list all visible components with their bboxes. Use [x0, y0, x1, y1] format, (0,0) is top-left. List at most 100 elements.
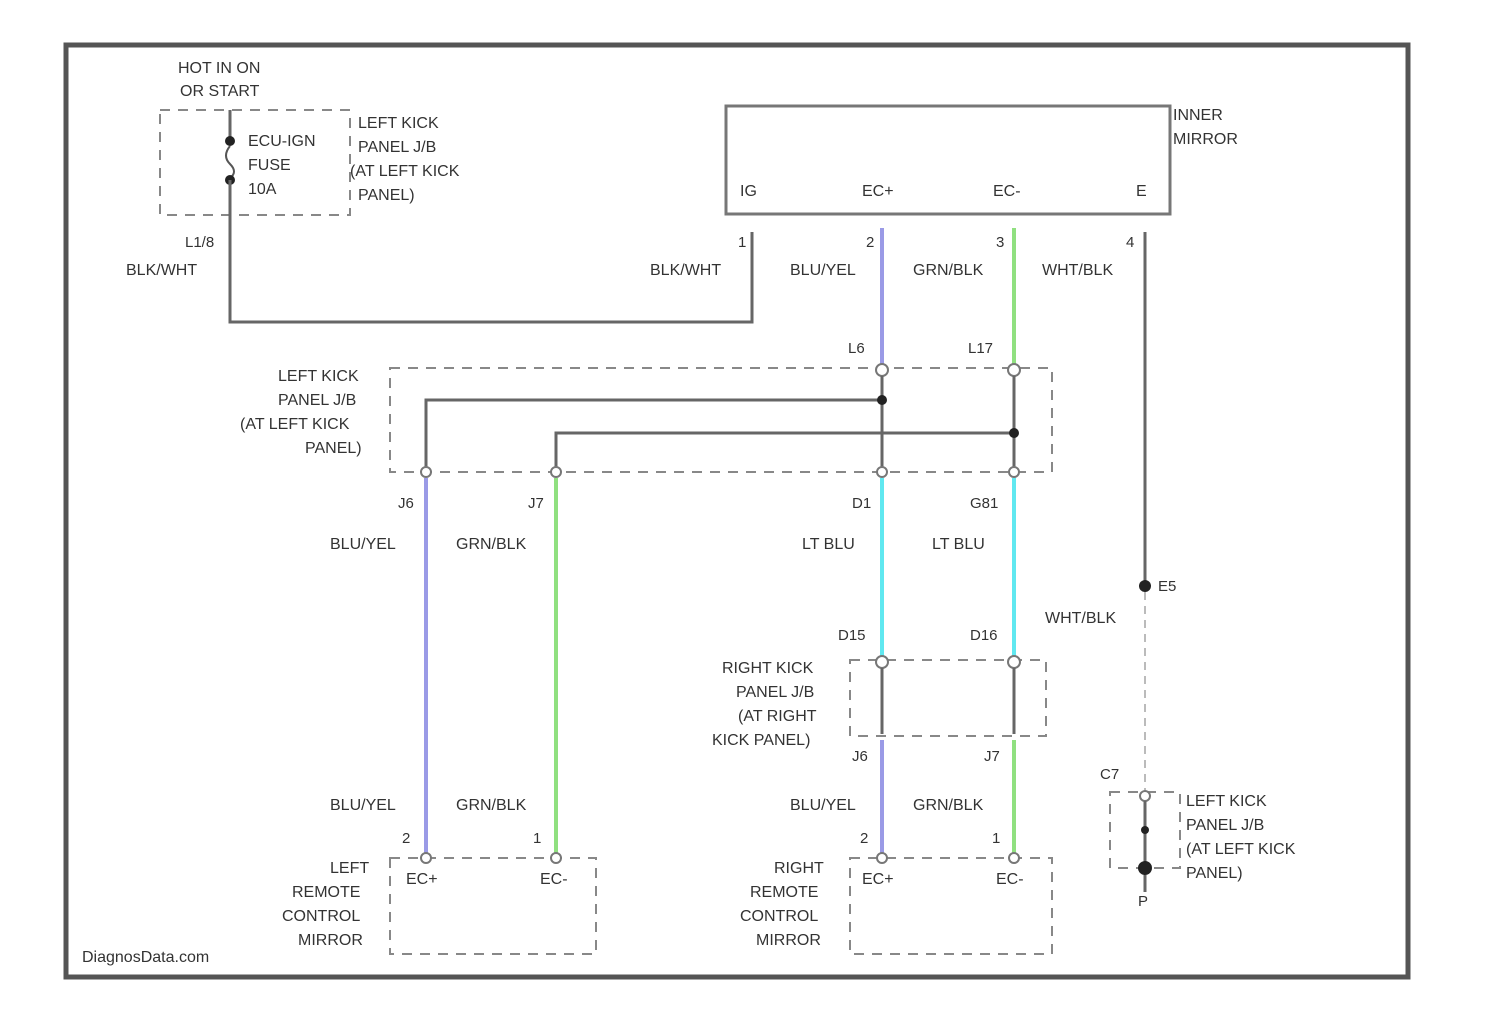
ign-wire-label: BLK/WHT — [650, 262, 721, 279]
right-jb-label-line3: (AT RIGHT — [738, 708, 817, 725]
bottom-left-wire-a-label: BLU/YEL — [330, 797, 396, 814]
left-mirror-pin-2: 2 — [402, 830, 410, 847]
inner-mirror-box — [726, 106, 1170, 214]
left-jb-branch-a — [426, 400, 882, 472]
left-jb-branch-b — [556, 433, 1014, 472]
left-mirror-label-line3: CONTROL — [282, 908, 360, 925]
fuse-label: FUSE — [248, 157, 291, 174]
right-mirror-label-line2: REMOTE — [750, 884, 818, 901]
inner-mirror-pin-3: 3 — [996, 234, 1004, 251]
inner-mirror-title-line1: INNER — [1173, 107, 1223, 124]
ground-jb-terminal — [1140, 791, 1150, 801]
inner-mirror-pin-1: 1 — [738, 234, 746, 251]
right-mirror-pin-2: 2 — [860, 830, 868, 847]
right-mirror-ec-plus: EC+ — [862, 871, 894, 888]
left-mirror-label-line1: LEFT — [330, 860, 369, 877]
mid-left-wire-a-label: BLU/YEL — [330, 536, 396, 553]
ground-point-dot — [1138, 861, 1152, 875]
mid-right-wire-b-label: LT BLU — [932, 536, 985, 553]
inner-wire4-label: WHT/BLK — [1042, 262, 1113, 279]
right-jb-terminal-d15 — [876, 656, 888, 668]
fuse-icon — [226, 146, 234, 178]
inner-mirror-pin-ec-minus: EC- — [993, 183, 1021, 200]
left-jb-label-line2: PANEL J/B — [278, 392, 356, 409]
left-mirror-terminal-1 — [551, 853, 561, 863]
ground-jb-splice — [1141, 826, 1149, 834]
inner-mirror-pin-ig: IG — [740, 183, 757, 200]
left-jb-terminal-l17 — [1008, 364, 1020, 376]
mid-right-wire-a-label: LT BLU — [802, 536, 855, 553]
left-jb-outline — [390, 368, 1052, 472]
left-mirror-label-line2: REMOTE — [292, 884, 360, 901]
mid-left-wire-b-label: GRN/BLK — [456, 536, 527, 553]
power-label-line1: HOT IN ON — [178, 60, 260, 77]
left-jb-label-line1: LEFT KICK — [278, 368, 359, 385]
ground-wire-label: WHT/BLK — [1045, 610, 1116, 627]
inner-wire2-label: BLU/YEL — [790, 262, 856, 279]
right-jb-conn-j6: J6 — [852, 748, 868, 765]
left-jb-conn-l17: L17 — [968, 340, 993, 357]
left-jb-label-line4: PANEL) — [305, 440, 362, 457]
right-jb-label-line4: KICK PANEL) — [712, 732, 810, 749]
ign-power-wire — [230, 180, 752, 322]
right-mirror-label-line3: CONTROL — [740, 908, 818, 925]
ground-jb-label-line3: (AT LEFT KICK — [1186, 841, 1296, 858]
left-mirror-pin-1: 1 — [533, 830, 541, 847]
power-wire-label: BLK/WHT — [126, 262, 197, 279]
left-jb-terminal-j7 — [551, 467, 561, 477]
left-mirror-terminal-2 — [421, 853, 431, 863]
inner-mirror-pin-2: 2 — [866, 234, 874, 251]
left-mirror-label-line4: MIRROR — [298, 932, 363, 949]
ground-jb-label-line1: LEFT KICK — [1186, 793, 1267, 810]
inner-mirror-pin-ec-plus: EC+ — [862, 183, 894, 200]
right-jb-conn-d16: D16 — [970, 627, 998, 644]
left-jb-label-line3: (AT LEFT KICK — [240, 416, 350, 433]
watermark: DiagnosData.com — [82, 949, 209, 966]
left-mirror-ec-minus: EC- — [540, 871, 568, 888]
right-mirror-label-line1: RIGHT — [774, 860, 824, 877]
power-connector-label: L1/8 — [185, 234, 214, 251]
left-jb-terminal-g81 — [1009, 467, 1019, 477]
inner-mirror-title-line2: MIRROR — [1173, 131, 1238, 148]
left-jb-splice-a — [877, 395, 887, 405]
right-jb-conn-j7: J7 — [984, 748, 1000, 765]
bottom-right-wire-a-label: BLU/YEL — [790, 797, 856, 814]
inner-wire3-label: GRN/BLK — [913, 262, 984, 279]
left-jb-conn-g81: G81 — [970, 495, 998, 512]
left-jb-terminal-l6 — [876, 364, 888, 376]
right-jb-conn-d15: D15 — [838, 627, 866, 644]
ground-jb-connector: C7 — [1100, 766, 1119, 783]
ground-splice-dot — [1139, 580, 1151, 592]
right-jb-outline — [850, 660, 1046, 736]
right-jb-terminal-d16 — [1008, 656, 1020, 668]
ground-label: P — [1138, 893, 1148, 910]
left-mirror-ec-plus: EC+ — [406, 871, 438, 888]
inner-mirror-pin-4: 4 — [1126, 234, 1134, 251]
bottom-right-wire-b-label: GRN/BLK — [913, 797, 984, 814]
power-label-line2: OR START — [180, 83, 260, 100]
left-jb-terminal-d1 — [877, 467, 887, 477]
left-jb-splice-b — [1009, 428, 1019, 438]
fuse-jb-label-line1: LEFT KICK — [358, 115, 439, 132]
fuse-jb-label-line4: PANEL) — [358, 187, 415, 204]
bottom-left-wire-b-label: GRN/BLK — [456, 797, 527, 814]
ground-splice-label: E5 — [1158, 578, 1176, 595]
fuse-rating: 10A — [248, 181, 277, 198]
left-jb-conn-j6: J6 — [398, 495, 414, 512]
right-jb-label-line2: PANEL J/B — [736, 684, 814, 701]
fuse-terminal-top — [225, 136, 235, 146]
left-jb-terminal-j6 — [421, 467, 431, 477]
right-mirror-ec-minus: EC- — [996, 871, 1024, 888]
ground-jb-label-line2: PANEL J/B — [1186, 817, 1264, 834]
right-mirror-pin-1: 1 — [992, 830, 1000, 847]
left-jb-conn-d1: D1 — [852, 495, 871, 512]
left-jb-conn-l6: L6 — [848, 340, 865, 357]
right-jb-label-line1: RIGHT KICK — [722, 660, 814, 677]
fuse-jb-label-line3: (AT LEFT KICK — [350, 163, 460, 180]
right-mirror-terminal-1 — [1009, 853, 1019, 863]
ground-jb-label-line4: PANEL) — [1186, 865, 1243, 882]
inner-mirror-pin-e: E — [1136, 183, 1147, 200]
left-jb-conn-j7: J7 — [528, 495, 544, 512]
right-mirror-terminal-2 — [877, 853, 887, 863]
